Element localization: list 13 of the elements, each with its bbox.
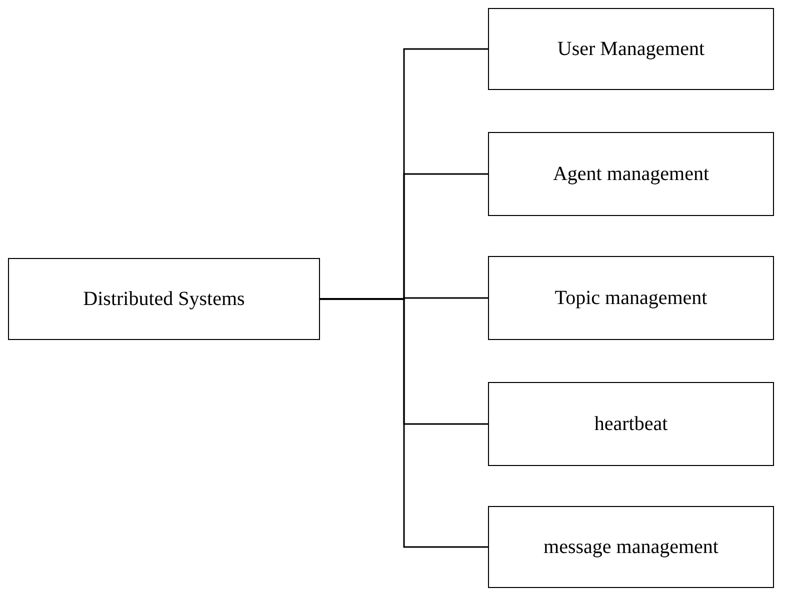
box-label: Distributed Systems: [83, 288, 245, 310]
box-label: User Management: [557, 38, 705, 60]
process-box: [488, 382, 774, 466]
process-box: [488, 256, 774, 340]
box-label: heartbeat: [594, 412, 668, 436]
process-box: [488, 8, 774, 90]
box-label: Agent management: [552, 162, 710, 186]
process-box: [8, 258, 320, 340]
box-label: Topic management: [554, 286, 708, 310]
process-box: [488, 132, 774, 216]
connector-line: [320, 298, 488, 548]
box-label: message management: [544, 536, 718, 558]
process-box: [488, 506, 774, 588]
